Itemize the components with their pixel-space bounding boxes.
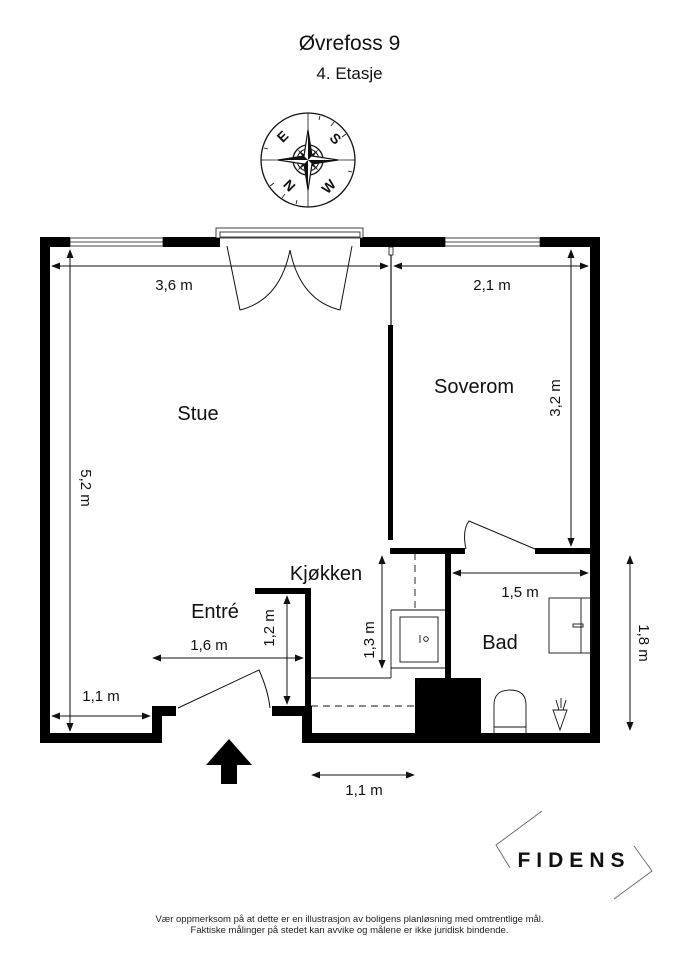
dim-entre-width: 1,6 m <box>190 637 228 654</box>
dim-soverom-width: 2,1 m <box>473 277 511 294</box>
room-label-bad: Bad <box>482 632 518 654</box>
dim-entry-step-width: 1,1 m <box>82 688 120 705</box>
dim-bad-depth: 1,8 m <box>635 624 652 662</box>
dim-stue-depth: 5,2 m <box>77 469 94 507</box>
logo-text: FIDENS <box>517 849 630 872</box>
room-label-entre: Entré <box>191 601 239 623</box>
compass-e: E <box>274 128 292 146</box>
dim-kjokken-depth: 1,3 m <box>361 621 378 659</box>
disclaimer-line-2: Faktiske målinger på stedet kan avvike o… <box>190 925 509 936</box>
kitchen-counter <box>311 553 445 707</box>
entrance-arrow-icon <box>206 739 252 784</box>
disclaimer-line-1: Vær oppmerksom på at dette er en illustr… <box>155 914 544 925</box>
compass-icon: E S N W <box>260 112 356 208</box>
balcony-door <box>226 245 353 311</box>
dim-bad-width: 1,5 m <box>501 584 539 601</box>
floorplan-title: Øvrefoss 9 <box>298 32 401 55</box>
fidens-logo: FIDENS <box>495 810 653 900</box>
floor-drain-icon <box>552 698 568 732</box>
compass-w: W <box>318 176 339 197</box>
room-label-soverom: Soverom <box>434 376 514 398</box>
compass-n: N <box>280 176 298 194</box>
dim-entre-depth: 1,2 m <box>261 609 278 647</box>
walls <box>40 237 600 743</box>
bedroom-door <box>464 520 536 550</box>
floor-label: 4. Etasje <box>316 64 383 83</box>
disclaimer: Vær oppmerksom på at dette er en illustr… <box>0 914 699 936</box>
dimension-lines <box>51 249 634 779</box>
dim-soverom-depth: 3,2 m <box>547 379 564 417</box>
bathroom-sink-icon <box>548 597 592 654</box>
entrance-door <box>177 669 271 709</box>
dim-outside-width: 1,1 m <box>345 782 383 799</box>
sliding-partition <box>388 246 394 540</box>
room-label-kjokken: Kjøkken <box>290 563 362 585</box>
toilet-icon <box>493 689 527 733</box>
compass-s: S <box>327 130 345 148</box>
dim-stue-width: 3,6 m <box>155 277 193 294</box>
kitchen-sink-icon <box>399 616 439 663</box>
room-label-stue: Stue <box>177 403 218 425</box>
windows <box>69 227 541 247</box>
